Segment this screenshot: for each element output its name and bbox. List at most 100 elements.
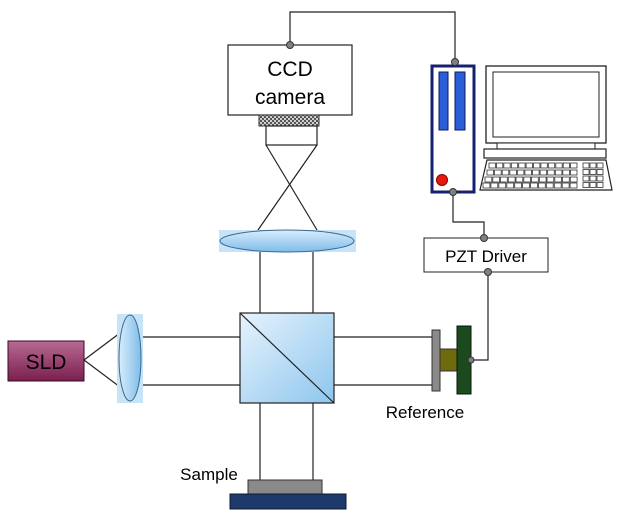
- numpad-key: [589, 182, 597, 188]
- keyboard-key: [501, 169, 510, 176]
- pc-to-pzt-driver-cable: [452, 192, 485, 238]
- keyboard-key: [539, 169, 548, 176]
- keyboard-key: [553, 182, 562, 189]
- monitor-screen: [492, 71, 600, 138]
- reference-label: Reference: [386, 403, 464, 422]
- keyboard-keys: [482, 162, 604, 189]
- numpad-key: [596, 182, 604, 188]
- keyboard-key: [569, 176, 578, 183]
- monitor-neck: [496, 142, 596, 150]
- numpad-key: [589, 175, 597, 182]
- keyboard-key: [532, 169, 540, 176]
- collimating-lens: [117, 314, 143, 403]
- signal-cables: [289, 11, 489, 361]
- pzt-actuator-dot: [467, 356, 475, 364]
- keyboard-key: [531, 176, 539, 183]
- camera-to-pc-cable: [289, 11, 456, 62]
- keyboard-key: [518, 162, 526, 169]
- ccd-camera: CCD camera: [227, 41, 353, 146]
- keyboard-key: [547, 169, 555, 176]
- pzt-driver-to-actuator-cable: [471, 272, 489, 361]
- stage-base: [229, 493, 347, 510]
- ccd-label-line1: CCD: [267, 58, 313, 81]
- keyboard-key: [562, 162, 571, 169]
- pzt-driver-bottom-dot: [484, 268, 492, 276]
- pzt-driver-label: PZT Driver: [445, 247, 527, 266]
- ccd-connector-dot: [286, 41, 294, 49]
- ccd-label-line2: camera: [255, 86, 325, 109]
- numpad-key: [596, 169, 604, 175]
- keyboard-key: [510, 162, 519, 169]
- pc-top-connector-dot: [451, 58, 459, 66]
- keyboard-key: [482, 182, 491, 189]
- keyboard-key: [509, 169, 517, 176]
- imaging-lens: [219, 229, 356, 253]
- focus-ray-2: [265, 144, 318, 231]
- keyboard-key: [498, 182, 507, 189]
- keyboard-key: [490, 182, 499, 189]
- keyboard-key: [538, 182, 546, 189]
- reference-mirror: [431, 329, 441, 392]
- sample-stage: Sample: [180, 465, 347, 510]
- power-indicator: [436, 174, 448, 186]
- numpad-key: [596, 175, 604, 182]
- numpad-key: [589, 169, 597, 175]
- keyboard-key: [562, 169, 570, 176]
- sample-slide: [247, 479, 323, 495]
- keyboard-key: [570, 169, 578, 176]
- keyboard-key: [492, 176, 500, 183]
- keyboard-key: [500, 176, 508, 183]
- keyboard-key: [538, 176, 547, 183]
- keyboard-key: [554, 176, 562, 183]
- keyboard-key: [488, 162, 496, 169]
- keyboard-key: [522, 182, 530, 189]
- keyboard-key: [555, 162, 563, 169]
- numpad-key: [589, 162, 597, 169]
- beam-splitter: [239, 312, 335, 404]
- keyboard-key: [545, 182, 554, 189]
- numpad-key: [596, 162, 604, 169]
- keyboard-key: [533, 162, 541, 169]
- numpad-key: [582, 182, 590, 188]
- sld-source: SLD: [7, 340, 85, 382]
- beam-splitter-diagonal: [239, 312, 335, 404]
- collimating-lens-icon: [118, 314, 142, 402]
- pzt-driver-top-dot: [480, 234, 488, 242]
- numpad-key: [582, 169, 590, 175]
- keyboard-key: [547, 162, 556, 169]
- numpad-key: [582, 162, 590, 169]
- pzt-spacer: [439, 348, 458, 372]
- ccd-lens-icon: [265, 125, 318, 146]
- keyboard-key: [562, 176, 570, 183]
- keyboard-key: [514, 182, 523, 189]
- keyboard-key: [540, 162, 548, 169]
- computer-icon: [430, 58, 613, 196]
- keyboard-key: [546, 176, 555, 183]
- pzt-driver-box: [423, 237, 549, 273]
- keyboard-key: [561, 182, 570, 189]
- keyboard-key: [525, 162, 533, 169]
- ccd-sensor-window-icon: [258, 114, 320, 127]
- keyboard-key: [506, 182, 515, 189]
- keyboard-icon: [479, 159, 613, 191]
- keyboard-key: [570, 162, 578, 169]
- keyboard-key: [486, 169, 494, 176]
- keyboard-key: [530, 182, 538, 189]
- beam-paths: [83, 144, 432, 480]
- monitor-base: [483, 148, 607, 159]
- keyboard-key: [569, 182, 578, 189]
- pc-slot-2: [454, 71, 466, 131]
- pzt-driver: PZT Driver: [423, 234, 549, 276]
- reference-mirror-assembly: Reference: [386, 325, 475, 422]
- monitor-icon: [483, 65, 607, 159]
- pc-slot-1: [438, 71, 449, 131]
- keyboard-key: [495, 162, 504, 169]
- keyboard-key: [554, 169, 563, 176]
- keyboard-key: [515, 176, 524, 183]
- sld-box: [7, 340, 85, 382]
- focus-ray-1: [257, 144, 318, 231]
- keyboard-key: [503, 162, 511, 169]
- keyboard-key: [516, 169, 525, 176]
- keyboard-key: [494, 169, 502, 176]
